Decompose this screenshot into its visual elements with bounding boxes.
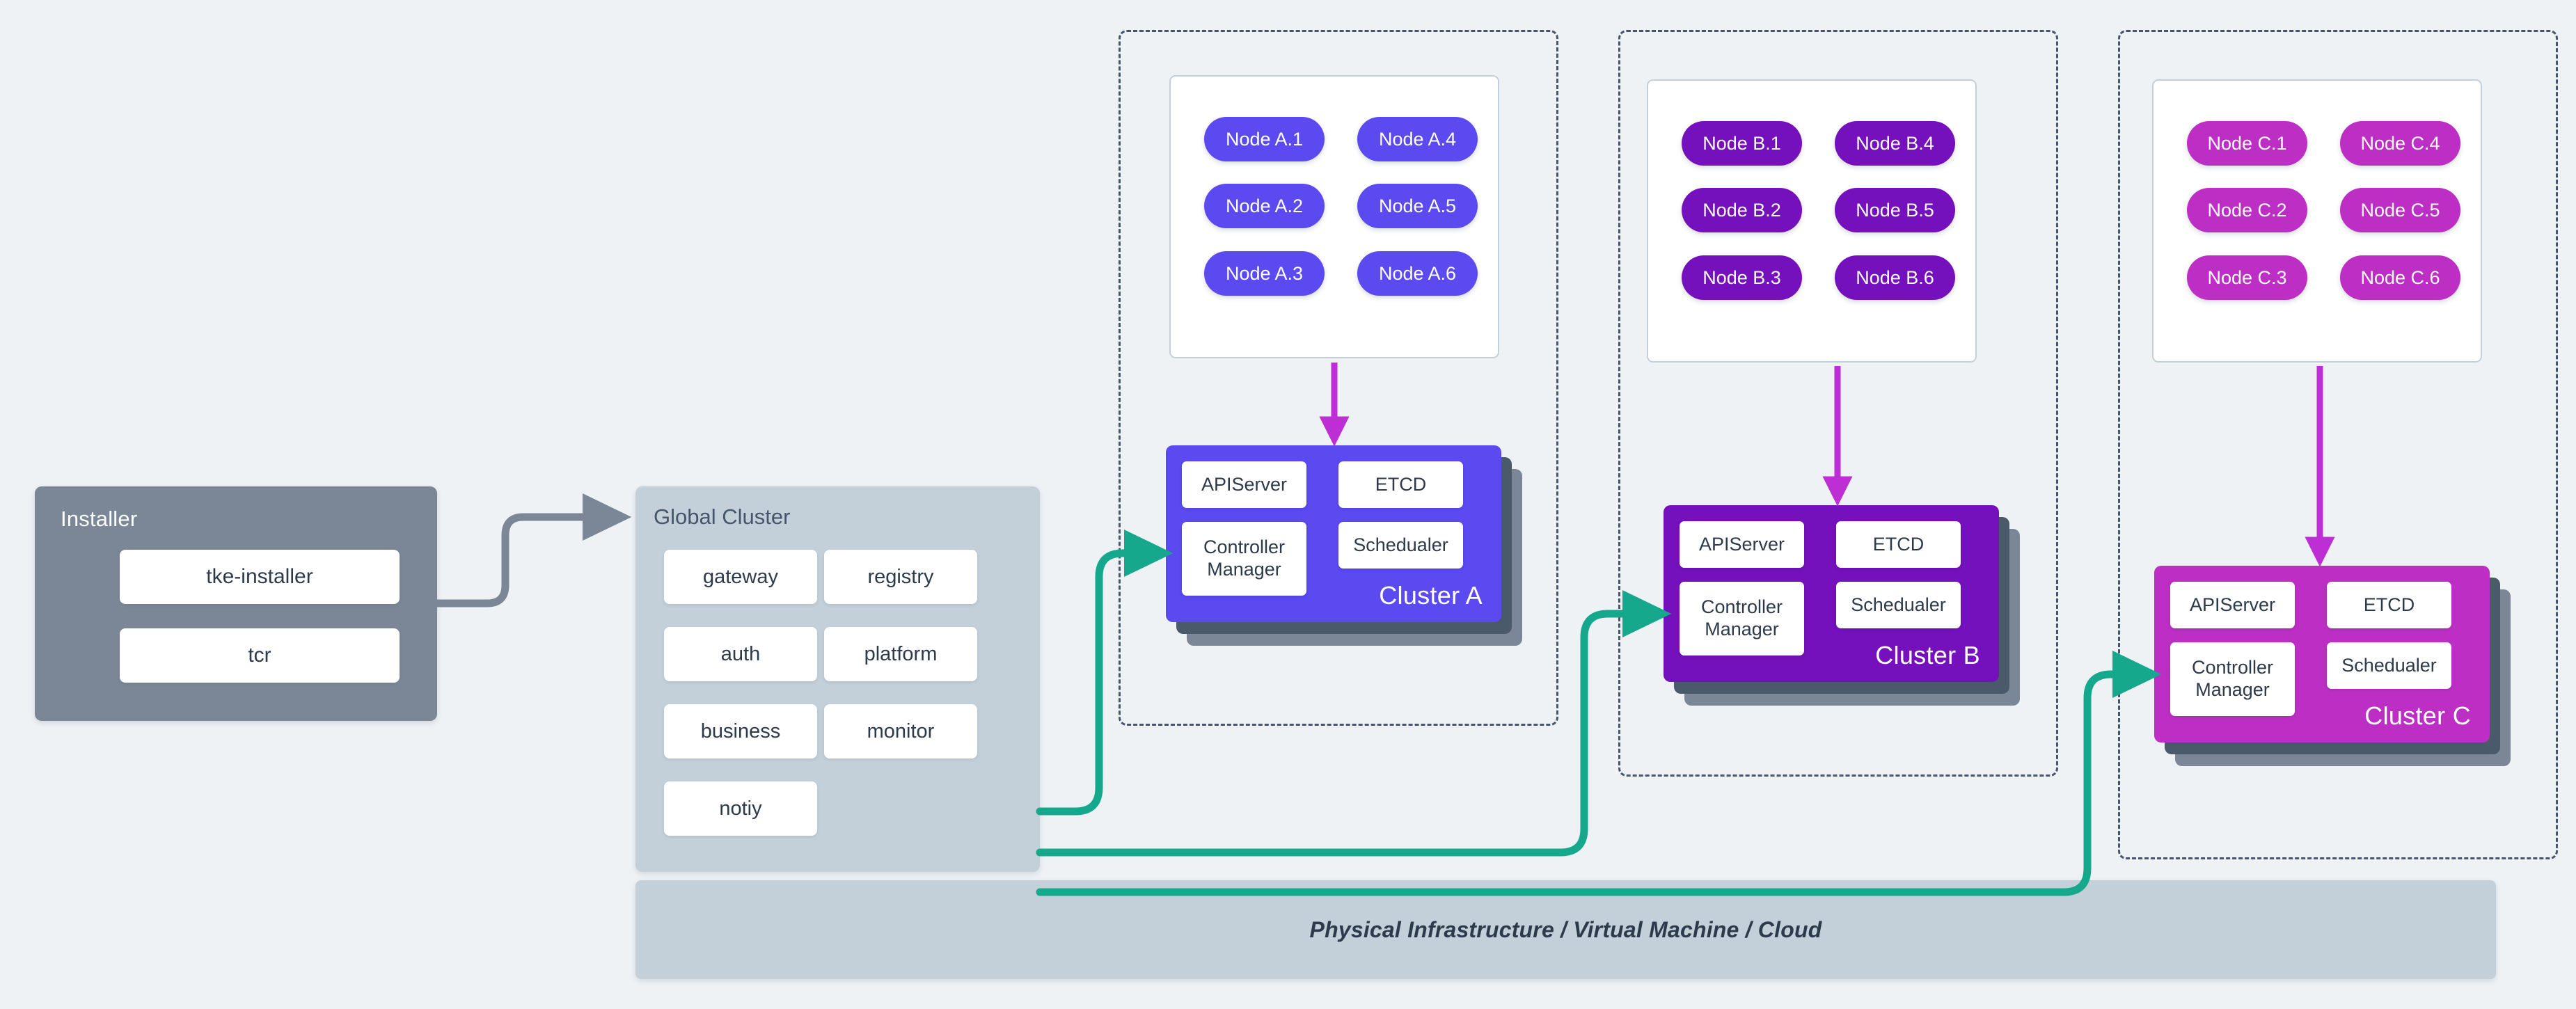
cluster-label: Cluster B bbox=[1875, 641, 1980, 669]
node-box-cluster-c: Node C.1 Node C.4 Node C.2 Node C.5 Node… bbox=[2152, 79, 2482, 363]
global-service-gateway[interactable]: gateway bbox=[664, 550, 817, 604]
scheduler-box[interactable]: Schedualer bbox=[2327, 642, 2451, 689]
infrastructure-label: Physical Infrastructure / Virtual Machin… bbox=[1309, 916, 1822, 942]
node-pill[interactable]: Node A.1 bbox=[1204, 117, 1325, 161]
infrastructure-bar: Physical Infrastructure / Virtual Machin… bbox=[635, 880, 2496, 979]
global-service-registry[interactable]: registry bbox=[824, 550, 977, 604]
node-pill[interactable]: Node B.4 bbox=[1835, 121, 1955, 166]
global-service-notiy[interactable]: notiy bbox=[664, 781, 817, 836]
etcd-box[interactable]: ETCD bbox=[1836, 521, 1961, 568]
node-pill[interactable]: Node A.5 bbox=[1357, 184, 1478, 228]
connector-installer-to-global bbox=[433, 493, 632, 607]
control-plane-card: APIServer ETCD Controller Manager Schedu… bbox=[2154, 566, 2490, 742]
node-pill[interactable]: Node B.5 bbox=[1835, 188, 1955, 232]
node-pill[interactable]: Node C.5 bbox=[2340, 188, 2460, 232]
global-cluster-panel: Global Cluster gateway registry auth pla… bbox=[635, 486, 1040, 872]
etcd-box[interactable]: ETCD bbox=[1338, 461, 1463, 508]
node-pill[interactable]: Node A.2 bbox=[1204, 184, 1325, 228]
global-service-monitor[interactable]: monitor bbox=[824, 704, 977, 758]
node-pill[interactable]: Node B.2 bbox=[1682, 188, 1802, 232]
node-pill[interactable]: Node C.3 bbox=[2187, 255, 2307, 300]
controller-manager-box[interactable]: Controller Manager bbox=[1680, 582, 1804, 656]
node-box-cluster-a: Node A.1 Node A.4 Node A.2 Node A.5 Node… bbox=[1169, 75, 1499, 358]
control-plane-card: APIServer ETCD Controller Manager Schedu… bbox=[1664, 505, 1999, 682]
etcd-box[interactable]: ETCD bbox=[2327, 582, 2451, 628]
node-pill[interactable]: Node A.4 bbox=[1357, 117, 1478, 161]
node-pill[interactable]: Node B.3 bbox=[1682, 255, 1802, 300]
global-service-auth[interactable]: auth bbox=[664, 627, 817, 681]
node-box-cluster-b: Node B.1 Node B.4 Node B.2 Node B.5 Node… bbox=[1647, 79, 1977, 363]
global-cluster-title: Global Cluster bbox=[654, 504, 791, 529]
global-service-business[interactable]: business bbox=[664, 704, 817, 758]
node-pill[interactable]: Node C.6 bbox=[2340, 255, 2460, 300]
node-pill[interactable]: Node A.6 bbox=[1357, 251, 1478, 296]
installer-card-tcr[interactable]: tcr bbox=[120, 628, 400, 683]
scheduler-box[interactable]: Schedualer bbox=[1338, 522, 1463, 569]
node-pill[interactable]: Node C.2 bbox=[2187, 188, 2307, 232]
cluster-label: Cluster C bbox=[2364, 701, 2471, 730]
installer-panel: Installer tke-installer tcr bbox=[35, 486, 437, 721]
controller-manager-box[interactable]: Controller Manager bbox=[1182, 522, 1306, 596]
node-pill[interactable]: Node B.1 bbox=[1682, 121, 1802, 166]
global-service-platform[interactable]: platform bbox=[824, 627, 977, 681]
installer-card-tke-installer[interactable]: tke-installer bbox=[120, 550, 400, 604]
scheduler-box[interactable]: Schedualer bbox=[1836, 582, 1961, 628]
node-pill[interactable]: Node B.6 bbox=[1835, 255, 1955, 300]
controller-manager-box[interactable]: Controller Manager bbox=[2170, 642, 2295, 716]
cluster-zone-c bbox=[2118, 30, 2558, 859]
node-pill[interactable]: Node C.1 bbox=[2187, 121, 2307, 166]
apiserver-box[interactable]: APIServer bbox=[1680, 521, 1804, 568]
cluster-label: Cluster A bbox=[1379, 581, 1483, 610]
node-pill[interactable]: Node C.4 bbox=[2340, 121, 2460, 166]
apiserver-box[interactable]: APIServer bbox=[1182, 461, 1306, 508]
node-pill[interactable]: Node A.3 bbox=[1204, 251, 1325, 296]
apiserver-box[interactable]: APIServer bbox=[2170, 582, 2295, 628]
installer-title: Installer bbox=[61, 507, 138, 531]
control-plane-card: APIServer ETCD Controller Manager Schedu… bbox=[1166, 445, 1501, 622]
